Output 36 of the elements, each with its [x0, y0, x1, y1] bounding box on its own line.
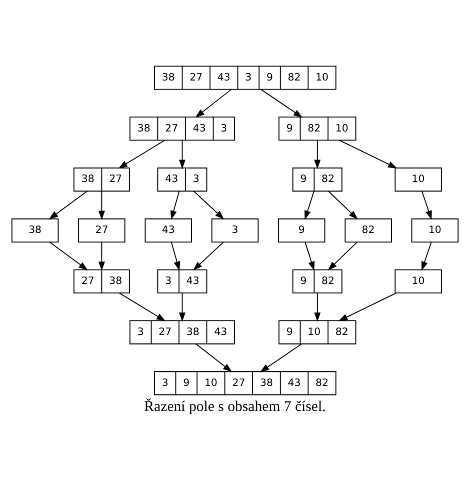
arrow	[314, 292, 321, 322]
caption: Řazení pole s obsahem 7 čísel.	[144, 398, 326, 414]
arrow	[179, 292, 186, 322]
arrow	[195, 342, 232, 372]
node-box: 82	[344, 218, 392, 242]
arrow	[328, 190, 358, 220]
arrow	[98, 241, 105, 270]
arrow	[314, 139, 321, 169]
arrow	[98, 190, 105, 220]
arrow	[260, 88, 303, 118]
arrow	[193, 241, 224, 270]
node-box: 3	[211, 218, 259, 242]
node-box: 10	[411, 218, 459, 242]
arrow	[421, 241, 432, 270]
node-box: 9	[278, 218, 326, 242]
node-box: 43	[144, 218, 192, 242]
arrow	[48, 190, 88, 219]
node-box: 10	[394, 268, 442, 293]
arrow	[118, 292, 166, 321]
arrow	[179, 139, 186, 169]
arrow	[304, 190, 314, 220]
node-box: 10	[394, 167, 442, 192]
arrow	[304, 241, 315, 270]
arrow	[338, 139, 398, 168]
arrow	[195, 88, 232, 118]
arrow	[170, 190, 180, 220]
node-box: 38	[11, 218, 59, 242]
arrow	[118, 139, 166, 168]
arrow	[260, 342, 302, 372]
node-box: 27	[78, 218, 126, 242]
arrow	[193, 190, 224, 220]
arrow	[421, 190, 432, 220]
arrow	[338, 292, 397, 321]
arrow	[49, 241, 88, 270]
arrow	[170, 241, 180, 270]
arrow	[328, 241, 358, 270]
